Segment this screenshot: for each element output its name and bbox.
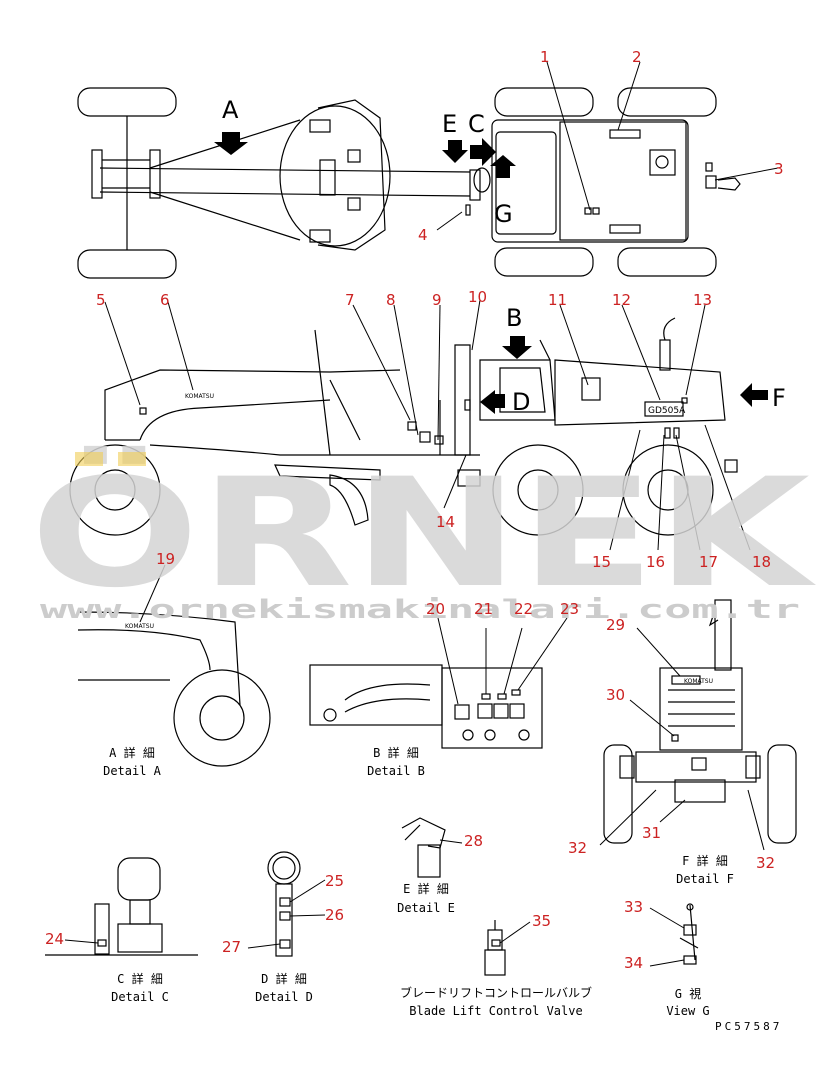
callout-24: 24 — [45, 930, 64, 948]
detail-d-caption-jp: D 詳 細 — [261, 971, 307, 986]
watermark-url: www.ornekismakinalari.com.tr — [40, 595, 800, 625]
valve-caption-en: Blade Lift Control Valve — [409, 1004, 582, 1018]
detail-b-caption-jp: B 詳 細 — [373, 745, 419, 760]
callout-20: 20 — [426, 600, 445, 618]
callout-8: 8 — [386, 291, 396, 309]
valve-drawing — [484, 920, 506, 976]
callout-5: 5 — [96, 291, 106, 309]
detail-b-drawing — [309, 664, 543, 749]
detail-f-caption-jp: F 詳 細 — [682, 853, 728, 868]
callout-27: 27 — [222, 938, 241, 956]
callout-10: 10 — [468, 288, 487, 306]
view-letter-c: C — [468, 110, 485, 138]
callout-32b: 32 — [756, 854, 775, 872]
callout-31: 31 — [642, 824, 661, 842]
callout-29: 29 — [606, 616, 625, 634]
callout-16: 16 — [646, 553, 665, 571]
callout-21: 21 — [474, 600, 493, 618]
part-code: PC57587 — [715, 1020, 782, 1033]
callout-32a: 32 — [568, 839, 587, 857]
detail-a-caption-jp: A 詳 細 — [109, 745, 155, 760]
callout-33: 33 — [624, 898, 643, 916]
detail-b-caption-en: Detail B — [367, 764, 425, 778]
top-view-grader — [77, 87, 741, 279]
callout-13: 13 — [693, 291, 712, 309]
brand-mark-side: KOMATSU — [185, 393, 214, 400]
view-letter-a: A — [222, 96, 239, 124]
detail-d-drawing — [267, 851, 301, 957]
callout-30: 30 — [606, 686, 625, 704]
callout-19: 19 — [156, 550, 175, 568]
detail-a-caption-en: Detail A — [103, 764, 162, 778]
callout-22: 22 — [514, 600, 533, 618]
view-letter-b: B — [506, 304, 522, 332]
brand-mark-detail-a: KOMATSU — [125, 623, 154, 630]
watermark-logo: ÖRNEK — [30, 445, 816, 621]
callout-26: 26 — [325, 906, 344, 924]
side-view-grader — [69, 317, 738, 536]
callout-18: 18 — [752, 553, 771, 571]
callout-11: 11 — [548, 291, 567, 309]
detail-a-drawing — [77, 611, 271, 767]
detail-f-caption-en: Detail F — [676, 872, 734, 886]
view-g-caption-jp: G 視 — [675, 986, 701, 1001]
view-letter-d: D — [512, 388, 530, 416]
detail-e-caption-jp: E 詳 細 — [403, 881, 449, 896]
detail-e-caption-en: Detail E — [397, 901, 455, 915]
callout-14: 14 — [436, 513, 455, 531]
detail-c-caption-jp: C 詳 細 — [117, 971, 163, 986]
detail-c-caption-en: Detail C — [111, 990, 169, 1004]
leader-lines — [64, 61, 779, 967]
detail-e-drawing — [401, 817, 446, 878]
view-letter-f: F — [772, 384, 786, 412]
callout-7: 7 — [345, 291, 355, 309]
callout-28: 28 — [464, 832, 483, 850]
detail-f-drawing — [603, 599, 797, 844]
callout-6: 6 — [160, 291, 170, 309]
view-g-caption-en: View G — [666, 1004, 709, 1018]
view-letter-g: G — [494, 200, 513, 228]
callout-1: 1 — [540, 48, 550, 66]
callout-4: 4 — [418, 226, 428, 244]
callout-2: 2 — [632, 48, 642, 66]
callout-17: 17 — [699, 553, 718, 571]
svg-text:ÖRNEK: ÖRNEK — [30, 445, 816, 621]
callout-35: 35 — [532, 912, 551, 930]
view-letter-e: E — [442, 110, 457, 138]
valve-caption-jp: ブレードリフトコントロールバルブ — [400, 985, 592, 1000]
brand-mark-detail-f: KOMATSU — [684, 678, 713, 685]
callout-15: 15 — [592, 553, 611, 571]
model-plate: GD505A — [648, 406, 686, 416]
callout-34: 34 — [624, 954, 643, 972]
callout-12: 12 — [612, 291, 631, 309]
callout-23: 23 — [560, 600, 579, 618]
detail-d-caption-en: Detail D — [255, 990, 313, 1004]
callout-3: 3 — [774, 160, 784, 178]
callout-9: 9 — [432, 291, 442, 309]
view-g-drawing — [679, 903, 699, 965]
callout-25: 25 — [325, 872, 344, 890]
